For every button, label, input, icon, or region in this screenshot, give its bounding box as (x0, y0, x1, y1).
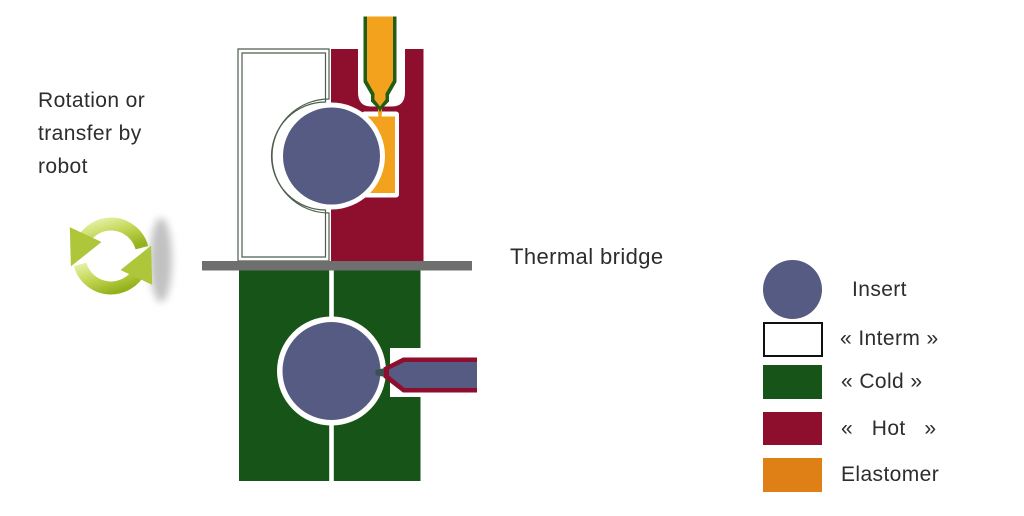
legend-item-interm: « Interm » (763, 321, 939, 357)
legend-swatch-cold (763, 365, 822, 399)
insert-top (278, 102, 385, 210)
legend-item-elastomer: Elastomer (763, 458, 939, 492)
legend-swatch-elastomer (763, 458, 822, 492)
insert-top-circle (283, 107, 380, 205)
rotation-cycle-icon (69, 217, 172, 302)
legend-item-cold: « Cold » (763, 365, 922, 399)
interm-inner-outline (241, 52, 327, 258)
legend-swatch-interm (763, 321, 823, 357)
rotation-label: Rotation or transfer by robot (38, 89, 146, 178)
side-nozzle-tip (375, 368, 384, 377)
legend-swatch-hot (763, 412, 822, 445)
insert-bottom (277, 316, 386, 426)
legend-label-insert: Insert (852, 277, 907, 301)
thermal-bridge-bar (202, 261, 472, 271)
icon-shadow (150, 218, 172, 302)
nozzle-elastomer-melt (367, 16, 393, 107)
legend-label-interm: « Interm » (840, 327, 939, 350)
side-nozzle-melt (389, 362, 477, 388)
legend-label-hot: « Hot » (841, 416, 937, 440)
thermoplastic-injection-nozzle (375, 357, 477, 393)
legend-item-insert: Insert (763, 260, 907, 319)
legend-label-elastomer: Elastomer (841, 463, 940, 486)
interm-mold-half (237, 48, 330, 262)
legend-item-hot: « Hot » (763, 412, 936, 445)
cycle-arrow-top (69, 217, 149, 267)
thermal-bridge-label: Thermal bridge (510, 244, 664, 269)
cycle-arrow-bottom (73, 245, 153, 295)
legend-label-cold: « Cold » (841, 370, 923, 393)
elastomer-injection-nozzle (363, 16, 397, 112)
legend-swatch-insert (763, 260, 822, 319)
insert-bottom-circle (282, 322, 381, 420)
